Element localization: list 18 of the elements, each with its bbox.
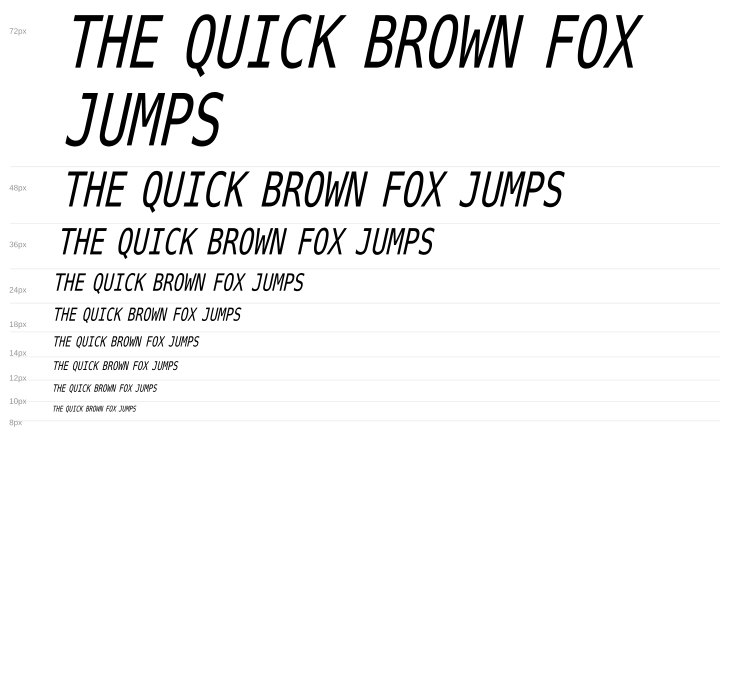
sample-text: THE QUICK BROWN FOX JUMPS [55,307,242,324]
size-label: 24px [10,287,26,294]
size-label: 48px [9,184,26,192]
sample-text: THE QUICK BROWN FOX JUMPS [68,170,565,213]
sample-text: THE QUICK BROWN FOX JUMPS [54,384,158,394]
sample-text: THE QUICK BROWN FOX JUMPS [54,336,200,348]
size-label: 18px [10,321,26,329]
sample-text: THE QUICK BROWN FOX JUMPS [65,14,644,146]
sample-text: THE QUICK BROWN FOX JUMPS [56,273,304,294]
size-label: 12px [10,375,26,382]
sample-text: THE QUICK BROWN FOX JUMPS [54,361,178,372]
size-label: 14px [10,350,26,358]
size-label: 10px [10,398,26,406]
sample-text: THE QUICK BROWN FOX JUMPS [53,406,136,413]
sample-text: THE QUICK BROWN FOX JUMPS [62,228,435,260]
size-label: 36px [10,242,26,249]
size-label: 8px [10,420,22,427]
size-label: 72px [10,28,26,36]
